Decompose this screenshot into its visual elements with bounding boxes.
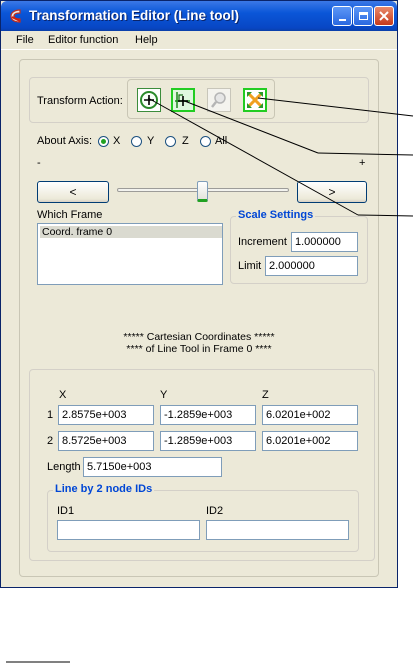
row-1-z-input[interactable]: 6.0201e+002 [262,405,358,425]
translate-icon [175,92,190,108]
id2-label: ID2 [206,505,224,517]
callout-line-translate-tail [317,152,414,156]
magnifier-icon [211,92,226,108]
callout-line-translate [181,99,319,154]
row-2-index: 2 [47,435,54,447]
editor-window: Transformation Editor (Line tool) File E… [0,0,398,588]
close-icon [379,11,389,21]
menu-help[interactable]: Help [135,34,158,46]
row-2-x-input[interactable]: 8.5725e+003 [58,431,154,451]
slider-thumb[interactable] [196,181,208,202]
info-line-1: ***** Cartesian Coordinates ***** [123,331,275,343]
window-title: Transformation Editor (Line tool) [29,8,239,23]
which-frame-label: Which Frame [37,209,103,221]
scale-tool-button[interactable] [243,88,267,112]
callout-line-rotate-tail [357,214,414,217]
title-bar[interactable]: Transformation Editor (Line tool) [1,1,397,31]
slider-plus-label: + [359,157,366,169]
row-2-z-input[interactable]: 6.0201e+002 [262,431,358,451]
axis-z-label: Z [182,135,189,147]
coordinates-group [29,369,375,561]
axis-x-label: X [113,135,121,147]
minimize-icon [338,18,346,21]
row-1-x-input[interactable]: 2.8575e+003 [58,405,154,425]
coord-header-y: Y [160,389,168,401]
length-label: Length [47,461,81,473]
scale-settings-legend: Scale Settings [236,209,316,221]
frame-list-item[interactable]: Coord. frame 0 [40,226,222,238]
id1-label: ID1 [57,505,75,517]
id1-input[interactable] [57,520,200,540]
maximize-icon [358,12,368,20]
transform-buttons-frame [127,79,275,119]
frame-listbox[interactable]: Coord. frame 0 [37,223,223,285]
scale-arrows-icon [246,91,264,109]
info-line-2: **** of Line Tool in Frame 0 **** [126,343,272,355]
menu-bar [1,31,397,49]
coord-header-z: Z [262,389,269,401]
maximize-button[interactable] [353,6,373,26]
close-button[interactable] [374,6,394,26]
increment-input[interactable]: 1.000000 [291,232,358,252]
menu-editor-function[interactable]: Editor function [48,34,119,46]
row-1-index: 1 [47,409,54,421]
axis-y-radio[interactable] [131,136,142,147]
minimize-button[interactable] [332,6,352,26]
coord-header-x: X [59,389,67,401]
about-axis-label: About Axis: [37,135,93,147]
axis-z-radio[interactable] [165,136,176,147]
menu-file[interactable]: File [16,34,34,46]
row-2-y-input[interactable]: -1.2859e+003 [160,431,256,451]
length-input[interactable]: 5.7150e+003 [83,457,222,477]
app-logo-icon [10,9,21,23]
limit-label: Limit [238,260,262,272]
node-ids-legend: Line by 2 node IDs [53,483,155,495]
slider-right-button[interactable]: > [297,181,367,203]
axis-all-label: All [215,135,228,147]
limit-input[interactable]: 2.000000 [265,256,358,276]
row-1-y-input[interactable]: -1.2859e+003 [160,405,256,425]
slider-minus-label: - [37,157,41,169]
axis-all-radio[interactable] [200,136,211,147]
increment-label: Increment [238,236,287,248]
axis-y-label: Y [147,135,155,147]
node-ids-group [47,490,359,552]
transform-action-label: Transform Action: [37,95,123,107]
menu-divider [1,49,397,50]
callout-line-rotate [147,97,359,216]
axis-x-radio[interactable] [98,136,109,147]
zoom-tool-button[interactable] [207,88,231,112]
callout-line-scale [257,97,414,117]
transform-action-group [29,77,369,123]
slider-left-button[interactable]: < [37,181,109,203]
id2-input[interactable] [206,520,349,540]
